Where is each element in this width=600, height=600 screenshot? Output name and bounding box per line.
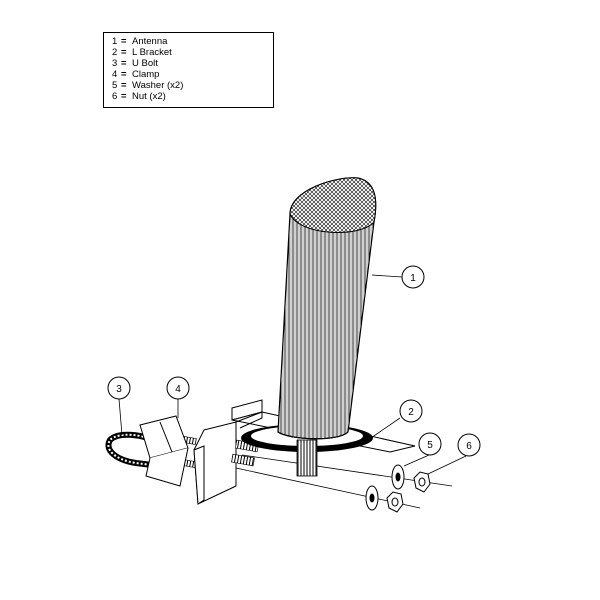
callout-clamp: 4: [166, 376, 190, 418]
washer-upper: [391, 464, 405, 490]
legend-separator: =: [121, 80, 127, 91]
legend-separator: =: [121, 47, 127, 58]
antenna: [277, 177, 377, 440]
callout-l-bracket: 2: [367, 399, 423, 441]
callout-number: 3: [116, 384, 122, 395]
legend-separator: =: [121, 58, 127, 69]
callout-antenna: 1: [371, 265, 425, 289]
legend-number: 2: [112, 47, 118, 58]
legend-label: U Bolt: [132, 58, 158, 69]
nut-lower: [386, 491, 404, 513]
legend-number: 5: [112, 80, 118, 91]
legend-number: 1: [112, 36, 118, 47]
legend-item-l-bracket: 2= L Bracket: [112, 47, 183, 58]
legend-item-nut: 6= Nut (x2): [112, 91, 183, 102]
callout-u-bolt: 3: [107, 376, 131, 436]
clamp: [139, 415, 189, 487]
legend-number: 3: [112, 58, 118, 69]
legend-number: 6: [112, 91, 118, 102]
callout-number: 6: [466, 441, 472, 452]
legend-label: Antenna: [132, 36, 168, 47]
legend-separator: =: [121, 91, 127, 102]
legend-label: Washer (x2): [132, 80, 184, 91]
legend-number: 4: [112, 69, 118, 80]
legend-label: Clamp: [132, 69, 160, 80]
legend-separator: =: [121, 69, 127, 80]
legend-label: L Bracket: [132, 47, 172, 58]
nut-upper: [413, 471, 431, 493]
callout-number: 1: [410, 273, 416, 284]
legend-item-washer: 5= Washer (x2): [112, 80, 183, 91]
parts-legend: 1=Antenna 2=L Bracket 3=U Bolt 4=Clamp 5…: [103, 32, 274, 108]
callout-number: 2: [408, 407, 414, 418]
callout-nut: 6: [427, 433, 481, 475]
legend-separator: =: [121, 36, 127, 47]
parts-legend-list: 1=Antenna 2=L Bracket 3=U Bolt 4=Clamp 5…: [112, 36, 183, 102]
washer-lower: [365, 485, 379, 511]
legend-item-u-bolt: 3= U Bolt: [112, 58, 183, 69]
nuts: [386, 471, 431, 513]
callout-number: 5: [427, 440, 433, 451]
callout-washer: 5: [403, 432, 442, 467]
legend-item-clamp: 4= Clamp: [112, 69, 183, 80]
legend-label: Nut (x2): [132, 91, 166, 102]
callout-number: 4: [175, 384, 181, 395]
washers: [365, 464, 405, 511]
legend-item-antenna: 1= Antenna: [112, 36, 183, 47]
